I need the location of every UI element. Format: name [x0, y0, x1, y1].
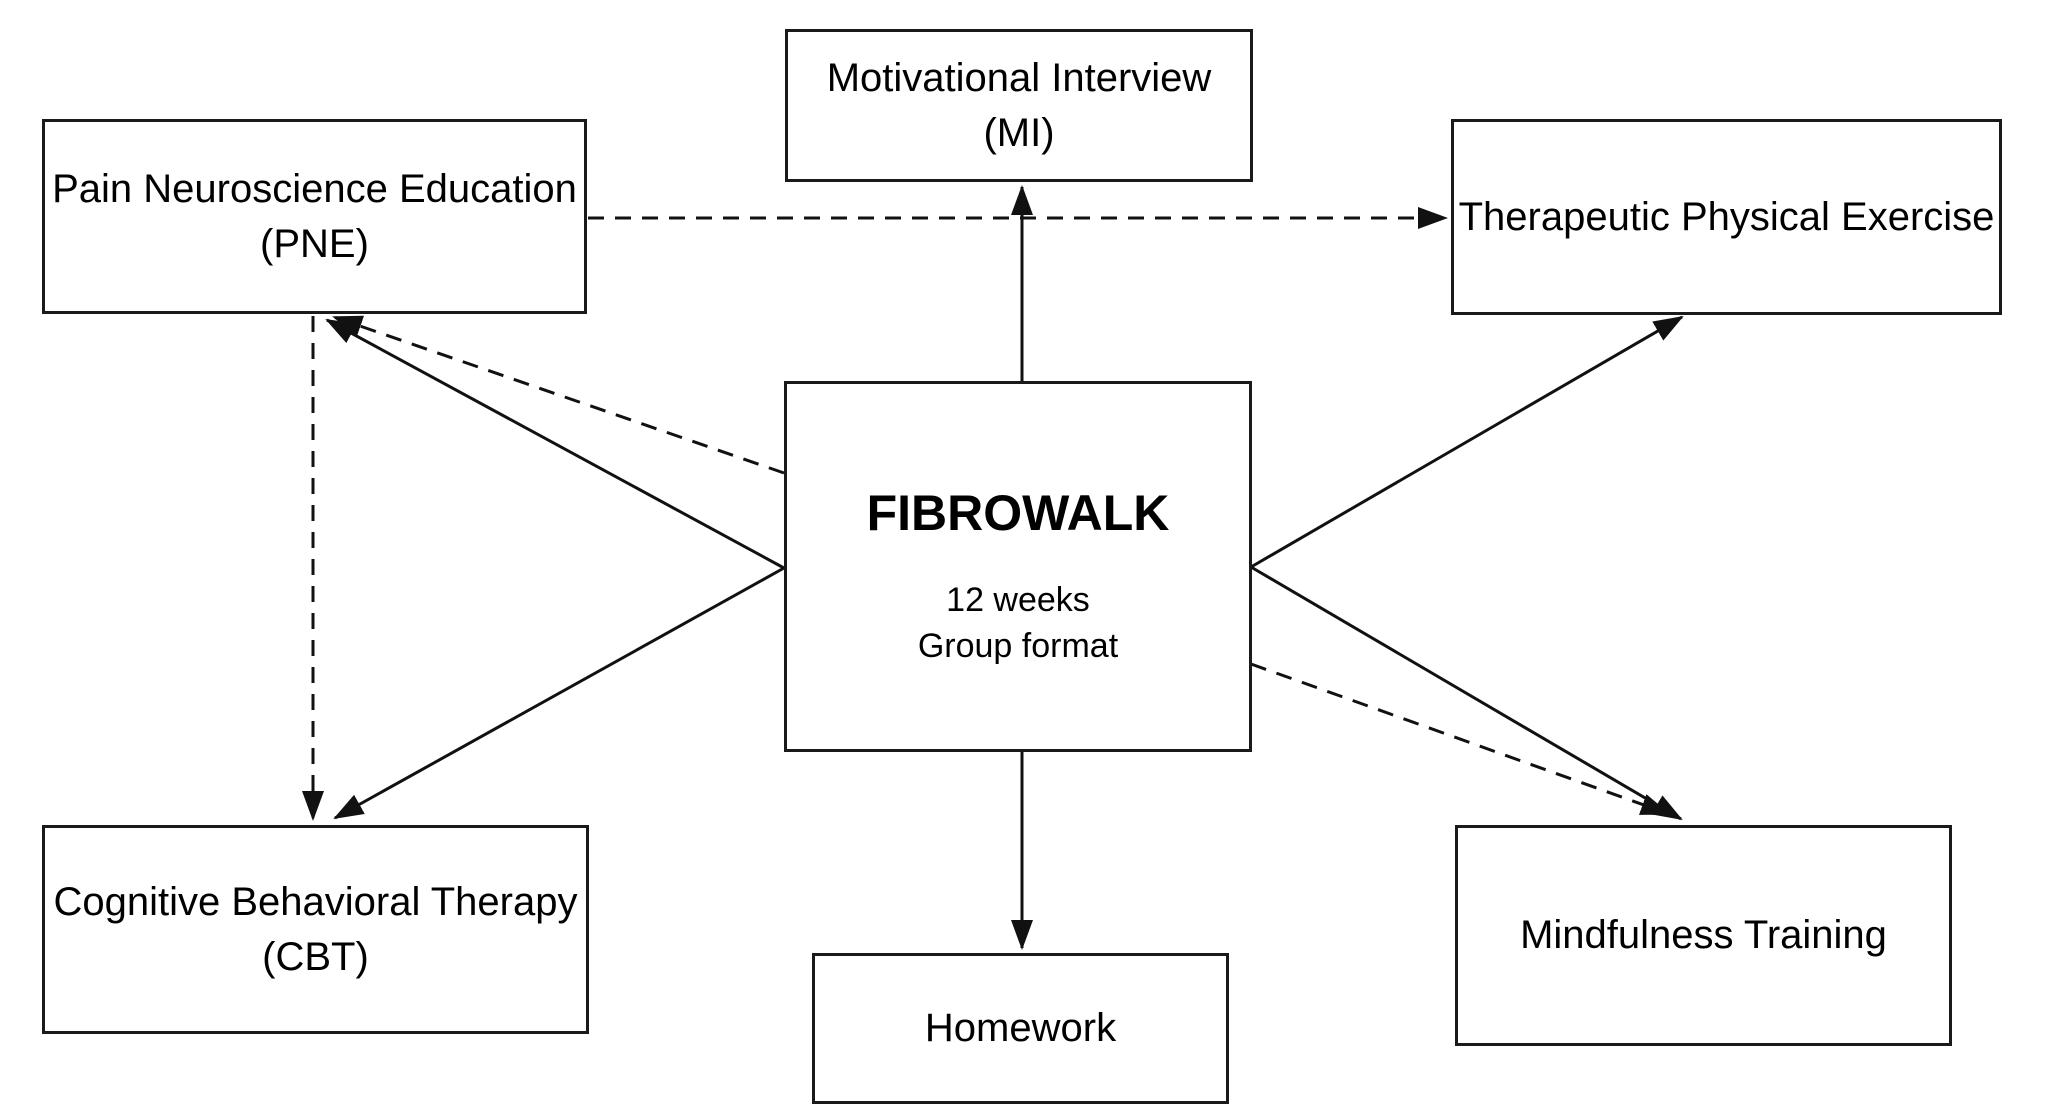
node-mindfulness-training: Mindfulness Training: [1455, 825, 1952, 1046]
fibrowalk-duration: 12 weeks: [946, 581, 1090, 619]
edge-fibrowalk-to-tpe-solid: [1250, 315, 1684, 569]
node-abbr: (PNE): [260, 221, 369, 266]
edge-fibrowalk-to-mindfulness-solid: [1250, 565, 1683, 821]
node-abbr: (CBT): [262, 934, 369, 979]
edge-fibrowalk-to-pne-dashed: [332, 315, 785, 475]
fibrowalk-title: FIBROWALK: [866, 485, 1170, 541]
edge-fibrowalk-to-mindfulness-dashed: [1250, 662, 1671, 816]
node-pain-neuroscience-education: Pain Neuroscience Education (PNE): [42, 119, 587, 314]
node-abbr: (MI): [983, 110, 1055, 155]
node-fibrowalk: FIBROWALK 12 weeks Group format: [784, 381, 1252, 752]
node-label: Homework: [924, 1006, 1117, 1050]
node-label: Motivational Interview: [826, 55, 1212, 100]
node-homework: Homework: [812, 953, 1229, 1104]
node-label: Mindfulness Training: [1520, 913, 1887, 957]
node-motivational-interview: Motivational Interview (MI): [785, 29, 1253, 182]
node-therapeutic-physical-exercise: Therapeutic Physical Exercise: [1451, 119, 2002, 315]
edge-fibrowalk-to-pne-solid: [325, 318, 785, 570]
node-label: Therapeutic Physical Exercise: [1458, 194, 1995, 239]
node-label: Cognitive Behavioral Therapy: [53, 879, 578, 924]
node-label: Pain Neuroscience Education: [52, 166, 577, 211]
node-cognitive-behavioral-therapy: Cognitive Behavioral Therapy (CBT): [42, 825, 589, 1034]
fibrowalk-details: 12 weeks Group format: [918, 577, 1118, 669]
edge-fibrowalk-to-cbt-solid: [333, 566, 785, 820]
fibrowalk-format: Group format: [917, 627, 1119, 665]
